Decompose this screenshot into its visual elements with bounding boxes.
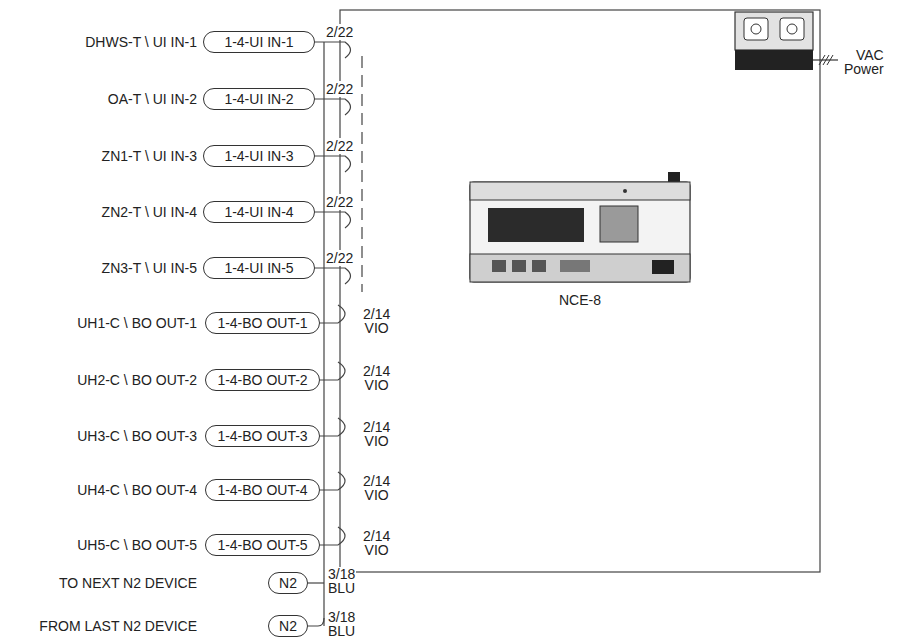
wire-label: 2/14 VIO: [362, 364, 391, 392]
terminal-tag: 1-4-BO OUT-2: [205, 369, 320, 391]
point-label: TO NEXT N2 DEVICE: [58, 575, 198, 591]
input-wires: [315, 42, 351, 284]
terminal-text: 1-4-BO OUT-5: [217, 537, 307, 553]
terminal-text: 1-4-BO OUT-4: [217, 482, 307, 498]
terminal-text: 1-4-BO OUT-3: [217, 428, 307, 444]
n2-wires: [308, 583, 324, 626]
point-label: UH4-C \ BO OUT-4: [76, 482, 198, 498]
terminal-tag: 1-4-BO OUT-5: [205, 534, 320, 556]
terminal-text: 1-4-BO OUT-2: [217, 372, 307, 388]
terminal-tag: N2: [268, 615, 308, 637]
terminal-tag: 1-4-UI IN-5: [203, 257, 315, 279]
wire-label: 2/22: [325, 81, 354, 97]
wire-trunk: [323, 42, 324, 626]
terminal-text: N2: [279, 575, 297, 591]
wire-label: 2/14 VIO: [362, 529, 391, 557]
terminal-tag: 1-4-UI IN-1: [203, 31, 315, 53]
terminal-tag: 1-4-BO OUT-1: [205, 312, 320, 334]
point-label: OA-T \ UI IN-2: [107, 91, 198, 107]
terminal-tag: 1-4-UI IN-4: [203, 201, 315, 223]
point-label: UH2-C \ BO OUT-2: [76, 372, 198, 388]
point-label: UH5-C \ BO OUT-5: [76, 537, 198, 553]
controller-illustration: [470, 172, 690, 282]
terminal-tag: 1-4-UI IN-3: [203, 145, 315, 167]
wire-label: 2/14 VIO: [362, 474, 391, 502]
point-label: FROM LAST N2 DEVICE: [38, 618, 198, 634]
terminal-tag: N2: [268, 572, 308, 594]
power-label: VAC Power: [843, 48, 885, 76]
wire-label: 2/22: [325, 138, 354, 154]
point-label: UH3-C \ BO OUT-3: [76, 428, 198, 444]
controller-device: NCE-8: [470, 172, 690, 308]
power-outlet: [735, 12, 838, 70]
terminal-text: 1-4-UI IN-5: [224, 260, 293, 276]
terminal-text: 1-4-UI IN-1: [224, 34, 293, 50]
device-name: NCE-8: [559, 292, 601, 308]
terminal-text: 1-4-UI IN-2: [224, 91, 293, 107]
terminal-text: 1-4-BO OUT-1: [217, 315, 307, 331]
output-wires: [320, 305, 345, 545]
terminal-tag: 1-4-BO OUT-4: [205, 479, 320, 501]
wire-label: 2/14 VIO: [362, 307, 391, 335]
panel-enclosure: [340, 10, 820, 572]
wire-label: 2/22: [325, 250, 354, 266]
wire-label: 2/22: [325, 24, 354, 40]
terminal-text: 1-4-UI IN-4: [224, 204, 293, 220]
wire-label: 3/18 BLU: [327, 567, 356, 595]
point-label: UH1-C \ BO OUT-1: [76, 315, 198, 331]
wire-label: 2/22: [325, 194, 354, 210]
wire-label: 3/18 BLU: [327, 610, 356, 638]
wire-label: 2/14 VIO: [362, 420, 391, 448]
terminal-text: 1-4-UI IN-3: [224, 148, 293, 164]
dashed-line: [361, 56, 362, 292]
terminal-tag: 1-4-BO OUT-3: [205, 425, 320, 447]
point-label: ZN1-T \ UI IN-3: [101, 148, 198, 164]
point-label: ZN2-T \ UI IN-4: [101, 204, 198, 220]
terminal-tag: 1-4-UI IN-2: [203, 88, 315, 110]
point-label: DHWS-T \ UI IN-1: [84, 34, 198, 50]
terminal-text: N2: [279, 618, 297, 634]
point-label: ZN3-T \ UI IN-5: [101, 260, 198, 276]
